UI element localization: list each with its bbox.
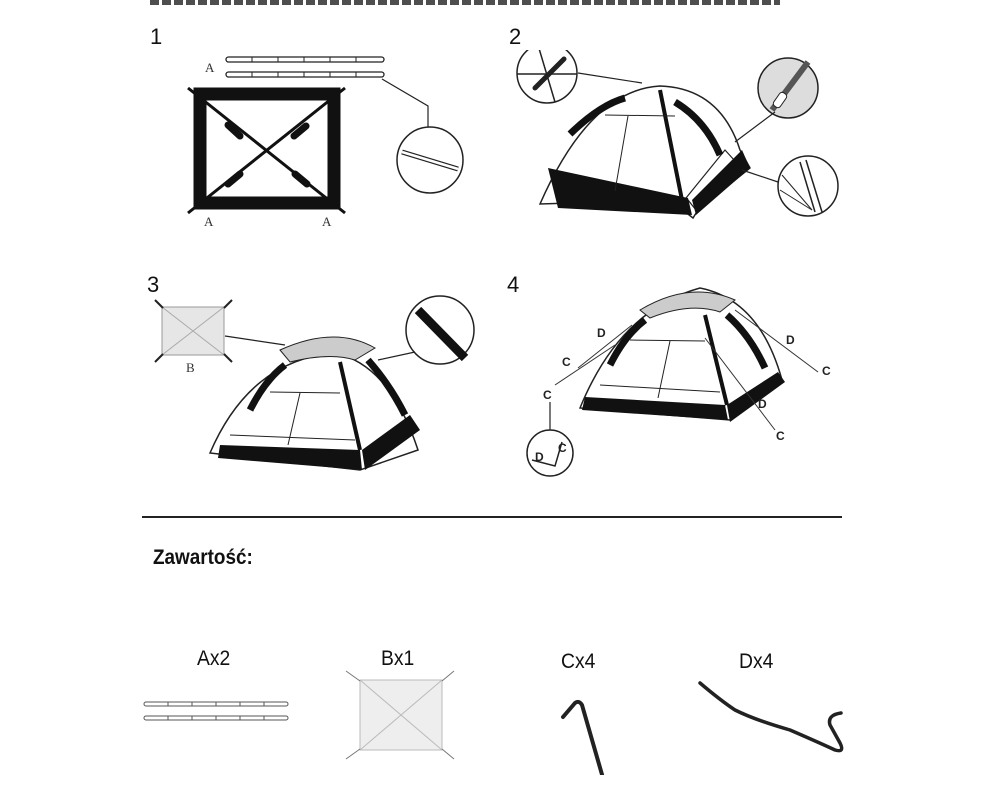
contents-title: Zawartość:: [153, 546, 253, 569]
svg-text:B: B: [186, 360, 195, 375]
step-3-number: 3: [147, 272, 160, 297]
svg-text:A: A: [322, 214, 332, 229]
svg-text:A: A: [204, 214, 214, 229]
rain-cover-icon: [345, 670, 455, 760]
step-2-number: 2: [509, 24, 522, 49]
peg-icon: [561, 699, 605, 775]
svg-text:C: C: [562, 355, 571, 369]
svg-text:D: D: [535, 450, 544, 464]
section-divider: [142, 516, 842, 518]
part-c-label: Cx4: [561, 650, 596, 673]
part-b-label: Bx1: [381, 647, 415, 670]
ground-peg-detail-icon: [777, 155, 839, 217]
step-1-number: 1: [150, 24, 163, 49]
poles-icon: [143, 701, 289, 721]
rain-cover-b-icon: [154, 299, 233, 363]
svg-text:D: D: [758, 397, 767, 411]
poles-a-icon: [225, 56, 385, 78]
part-d-label: Dx4: [739, 650, 774, 673]
cropped-header-text: [150, 0, 780, 5]
svg-text:D: D: [597, 326, 606, 340]
step-1-diagram: A A A: [187, 56, 464, 229]
svg-text:C: C: [822, 364, 831, 378]
step-4-number: 4: [507, 272, 520, 297]
step-3-diagram: B: [154, 295, 475, 471]
guy-line-icon: [698, 681, 844, 753]
step-2-diagram: [516, 50, 839, 220]
svg-text:C: C: [776, 429, 785, 443]
svg-text:D: D: [786, 333, 795, 347]
svg-text:A: A: [205, 60, 215, 75]
svg-text:C: C: [543, 388, 552, 402]
step-4-diagram: D C C D C D C D C: [526, 287, 831, 477]
peg-guyline-detail-icon: [526, 429, 574, 477]
svg-text:C: C: [558, 441, 567, 455]
part-a-label: Ax2: [197, 647, 231, 670]
